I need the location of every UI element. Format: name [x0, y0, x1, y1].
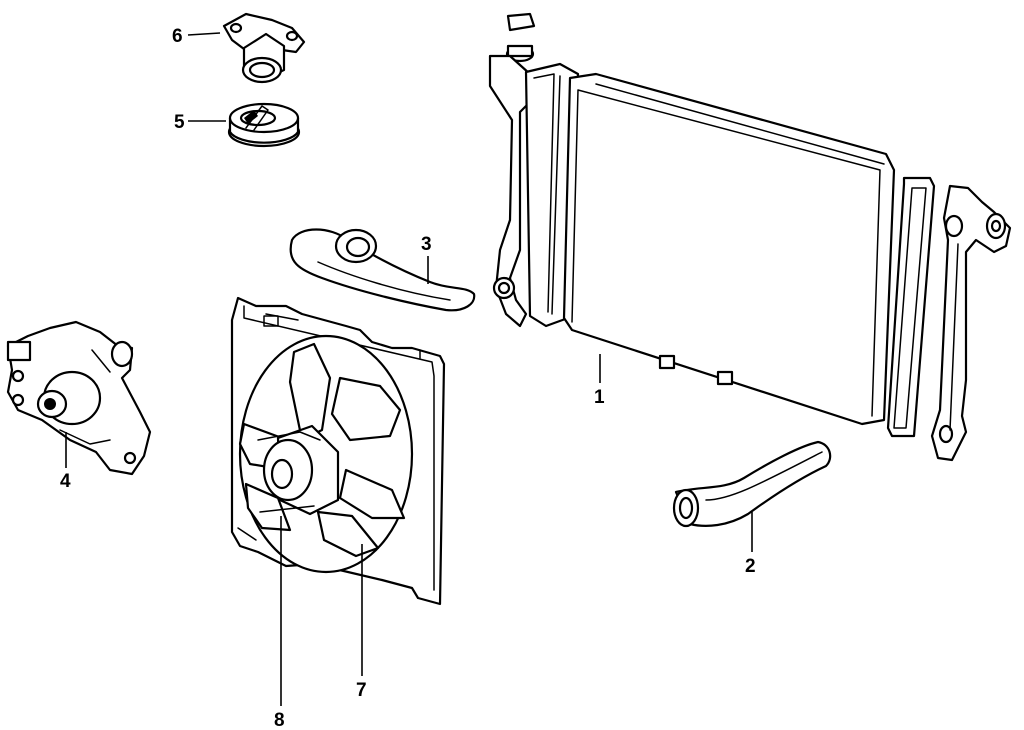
callout-fan-shroud: 8 — [274, 516, 285, 730]
callout-fan-motor: 7 — [356, 544, 367, 701]
radiator-bracket — [930, 184, 1012, 462]
svg-text:7: 7 — [356, 680, 367, 701]
radiator — [488, 12, 896, 426]
callout-upper-hose: 3 — [421, 234, 432, 284]
svg-text:5: 5 — [174, 112, 185, 133]
svg-text:3: 3 — [421, 234, 432, 255]
callout-thermostat: 5 — [174, 112, 226, 133]
svg-text:6: 6 — [172, 26, 183, 47]
water-pump — [6, 320, 152, 476]
callout-radiator: 1 — [594, 354, 605, 408]
svg-text:4: 4 — [60, 471, 71, 492]
svg-text:1: 1 — [594, 387, 605, 408]
radiator-side-seal — [886, 176, 936, 438]
lower-radiator-hose — [672, 440, 832, 528]
callout-lower-hose: 2 — [745, 512, 756, 577]
callout-water-pump: 4 — [60, 432, 71, 492]
svg-text:8: 8 — [274, 710, 285, 730]
cooling-fan — [238, 334, 414, 574]
callout-thermostat-housing: 6 — [172, 26, 221, 47]
svg-text:2: 2 — [745, 556, 756, 577]
thermostat-housing — [222, 12, 306, 84]
thermostat — [227, 102, 301, 148]
upper-radiator-hose — [289, 228, 476, 312]
